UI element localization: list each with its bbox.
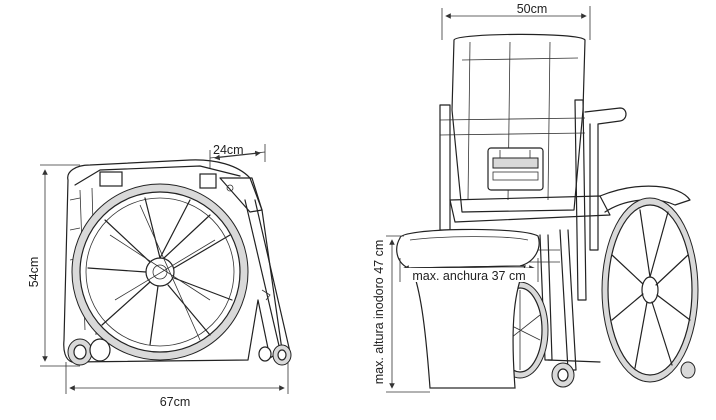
label-max-toilet-width: max. anchura 37 cm [412,269,525,283]
chair-over-toilet [396,33,699,389]
folded-chair [63,159,292,366]
caster-right-1 [551,362,575,388]
caster-right-2 [680,361,696,379]
label-24cm: 24cm [213,143,244,157]
dim-folded-depth: 24cm [209,143,266,168]
label-50cm: 50cm [517,2,548,16]
dim-folded-length: 67cm [65,362,289,409]
label-max-toilet-height: max. altura inodoro 47 cm [372,240,386,385]
caster-left-2 [258,344,292,366]
dim-toilet-height: max. altura inodoro 47 cm [372,235,430,393]
toilet [396,228,540,389]
dim-folded-height: 54cm [27,164,80,367]
caster-left-1 [67,338,111,366]
label-67cm: 67cm [160,395,191,409]
label-54cm: 54cm [27,257,41,288]
dim-chair-width: 50cm [441,2,591,40]
wheel-spokes-left [87,197,233,346]
wheel-spokes-right [611,209,691,369]
dim-toilet-width: max. anchura 37 cm [399,258,539,283]
